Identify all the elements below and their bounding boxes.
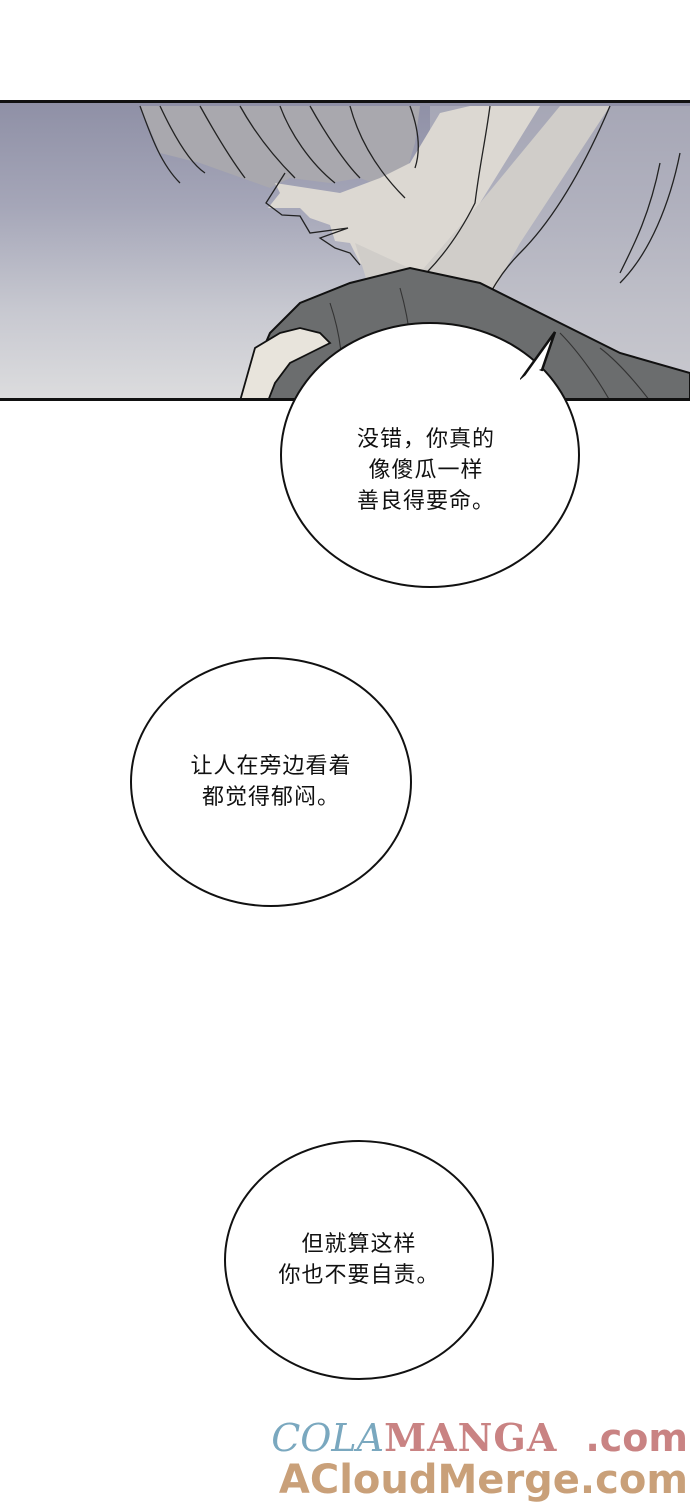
watermark-line-1: COLAMANGA .com (271, 1415, 688, 1460)
speech-text: 没错，你真的 像傻瓜一样 善良得要命。 (356, 426, 495, 514)
watermark-manga: MANGA (384, 1415, 558, 1460)
speech-bubble: 但就算这样 你也不要自责。 (224, 1140, 494, 1380)
speech-bubble: 让人在旁边看着 都觉得郁闷。 (130, 657, 412, 907)
bubble-tail (520, 331, 557, 380)
watermark-line-2: ACloudMerge.com (278, 1457, 688, 1503)
watermark: COLAMANGA .com ACloudMerge.com (271, 1415, 688, 1503)
watermark-cola: COLA (271, 1416, 385, 1460)
speech-text: 但就算这样 你也不要自责。 (278, 1232, 440, 1288)
speech-text: 让人在旁边看着 都觉得郁闷。 (190, 754, 352, 810)
watermark-com: .com (585, 1416, 688, 1460)
